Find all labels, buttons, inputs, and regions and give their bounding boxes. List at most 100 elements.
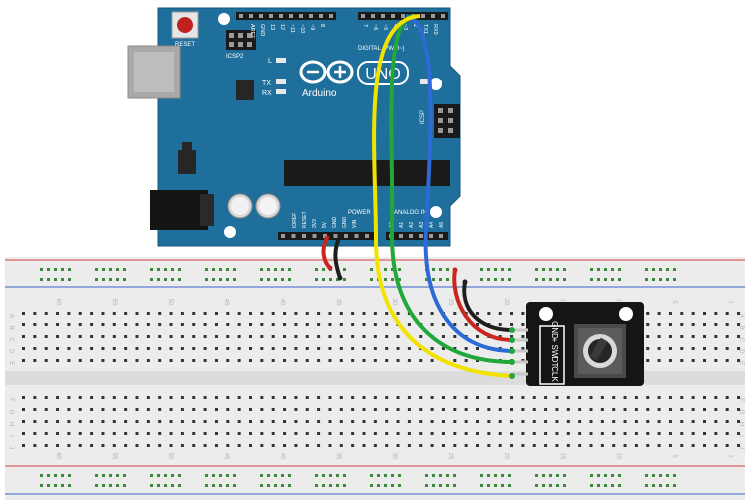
terminal-hole — [101, 420, 105, 423]
terminal-hole — [487, 444, 491, 447]
wire-vcc-to-encoder — [452, 269, 513, 342]
terminal-hole — [725, 396, 729, 399]
terminal-hole — [192, 408, 196, 411]
atmega-microcontroller — [284, 160, 450, 186]
terminal-hole — [67, 396, 71, 399]
rail-hole — [178, 474, 181, 477]
terminal-hole — [249, 420, 252, 423]
terminal-hole — [351, 408, 355, 411]
column-number: 1 — [727, 300, 733, 304]
terminal-hole — [260, 408, 264, 411]
terminal-hole — [725, 408, 729, 411]
header-pin — [361, 14, 365, 18]
digital-pin-label: RX0 — [432, 24, 438, 35]
rail-hole — [453, 484, 456, 487]
rail-hole — [54, 484, 57, 487]
terminal-hole — [317, 444, 321, 447]
terminal-hole — [714, 408, 718, 411]
terminal-hole — [44, 323, 48, 326]
terminal-hole — [430, 323, 434, 326]
header-pin — [401, 14, 405, 18]
terminal-hole — [691, 420, 695, 423]
icsp2-header — [226, 30, 256, 50]
terminal-hole — [305, 359, 309, 362]
terminal-hole — [351, 420, 355, 423]
power-pin-label: GND — [342, 217, 348, 229]
rail-hole — [659, 278, 662, 281]
terminal-hole — [56, 432, 60, 435]
rail-hole — [281, 278, 284, 281]
terminal-hole — [373, 420, 377, 423]
terminal-hole — [385, 408, 389, 411]
rail-hole — [260, 474, 263, 477]
header-pin — [302, 234, 306, 238]
rail-hole — [102, 484, 105, 487]
terminal-hole — [453, 396, 457, 399]
terminal-hole — [589, 432, 593, 435]
terminal-hole — [158, 420, 162, 423]
terminal-hole — [487, 408, 491, 411]
terminal-hole — [180, 444, 184, 447]
terminal-hole — [328, 359, 332, 362]
rail-hole — [439, 278, 442, 281]
terminal-hole — [328, 323, 332, 326]
terminal-hole — [124, 420, 128, 423]
terminal-hole — [703, 420, 706, 423]
rail-hole — [480, 268, 483, 271]
terminal-hole — [396, 335, 400, 338]
rail-hole — [480, 278, 483, 281]
reset-button[interactable] — [171, 11, 199, 39]
column-number: 60 — [55, 453, 61, 460]
rail-hole — [150, 278, 153, 281]
terminal-hole — [67, 432, 71, 435]
terminal-hole — [271, 444, 275, 447]
terminal-hole — [124, 323, 128, 326]
terminal-hole — [430, 347, 434, 350]
power-pin-label: 5V — [322, 221, 328, 228]
terminal-hole — [67, 312, 71, 315]
rail-hole — [171, 484, 174, 487]
rail-hole — [391, 484, 394, 487]
terminal-hole — [441, 408, 445, 411]
wire-gnd-black — [333, 235, 342, 279]
icsp2-pin — [238, 42, 243, 47]
rail-hole — [205, 484, 208, 487]
rail-hole — [549, 268, 552, 271]
rail-hole — [164, 278, 167, 281]
terminal-hole — [578, 432, 582, 435]
terminal-hole — [498, 312, 502, 315]
arduino-logo-icon — [299, 60, 354, 84]
header-pin — [329, 14, 333, 18]
jumper-wires — [321, 14, 515, 379]
wire-gnd-black-end — [337, 275, 343, 281]
rail-hole — [494, 474, 497, 477]
terminal-hole — [33, 335, 37, 338]
header-pin — [371, 14, 375, 18]
terminal-hole — [180, 420, 184, 423]
terminal-hole — [169, 323, 173, 326]
reset-button-cap[interactable] — [177, 17, 193, 33]
terminal-hole — [44, 335, 48, 338]
rail-hole — [611, 474, 614, 477]
terminal-hole — [600, 420, 604, 423]
terminal-hole — [691, 347, 695, 350]
terminal-hole — [339, 359, 343, 362]
rail-hole — [604, 474, 607, 477]
terminal-hole — [407, 323, 411, 326]
terminal-hole — [33, 347, 37, 350]
terminal-hole — [67, 335, 71, 338]
rail-hole — [40, 278, 43, 281]
column-number: 45 — [223, 453, 229, 460]
rail-hole — [535, 278, 538, 281]
terminal-hole — [476, 335, 479, 338]
rail-hole — [508, 268, 511, 271]
header-pin — [309, 14, 313, 18]
terminal-hole — [226, 312, 230, 315]
rail-hole — [123, 474, 126, 477]
digital-header-pins — [239, 14, 445, 18]
rail-hole — [95, 268, 98, 271]
terminal-hole — [135, 323, 139, 326]
row-letter: J — [738, 447, 744, 450]
rail-hole — [315, 484, 318, 487]
